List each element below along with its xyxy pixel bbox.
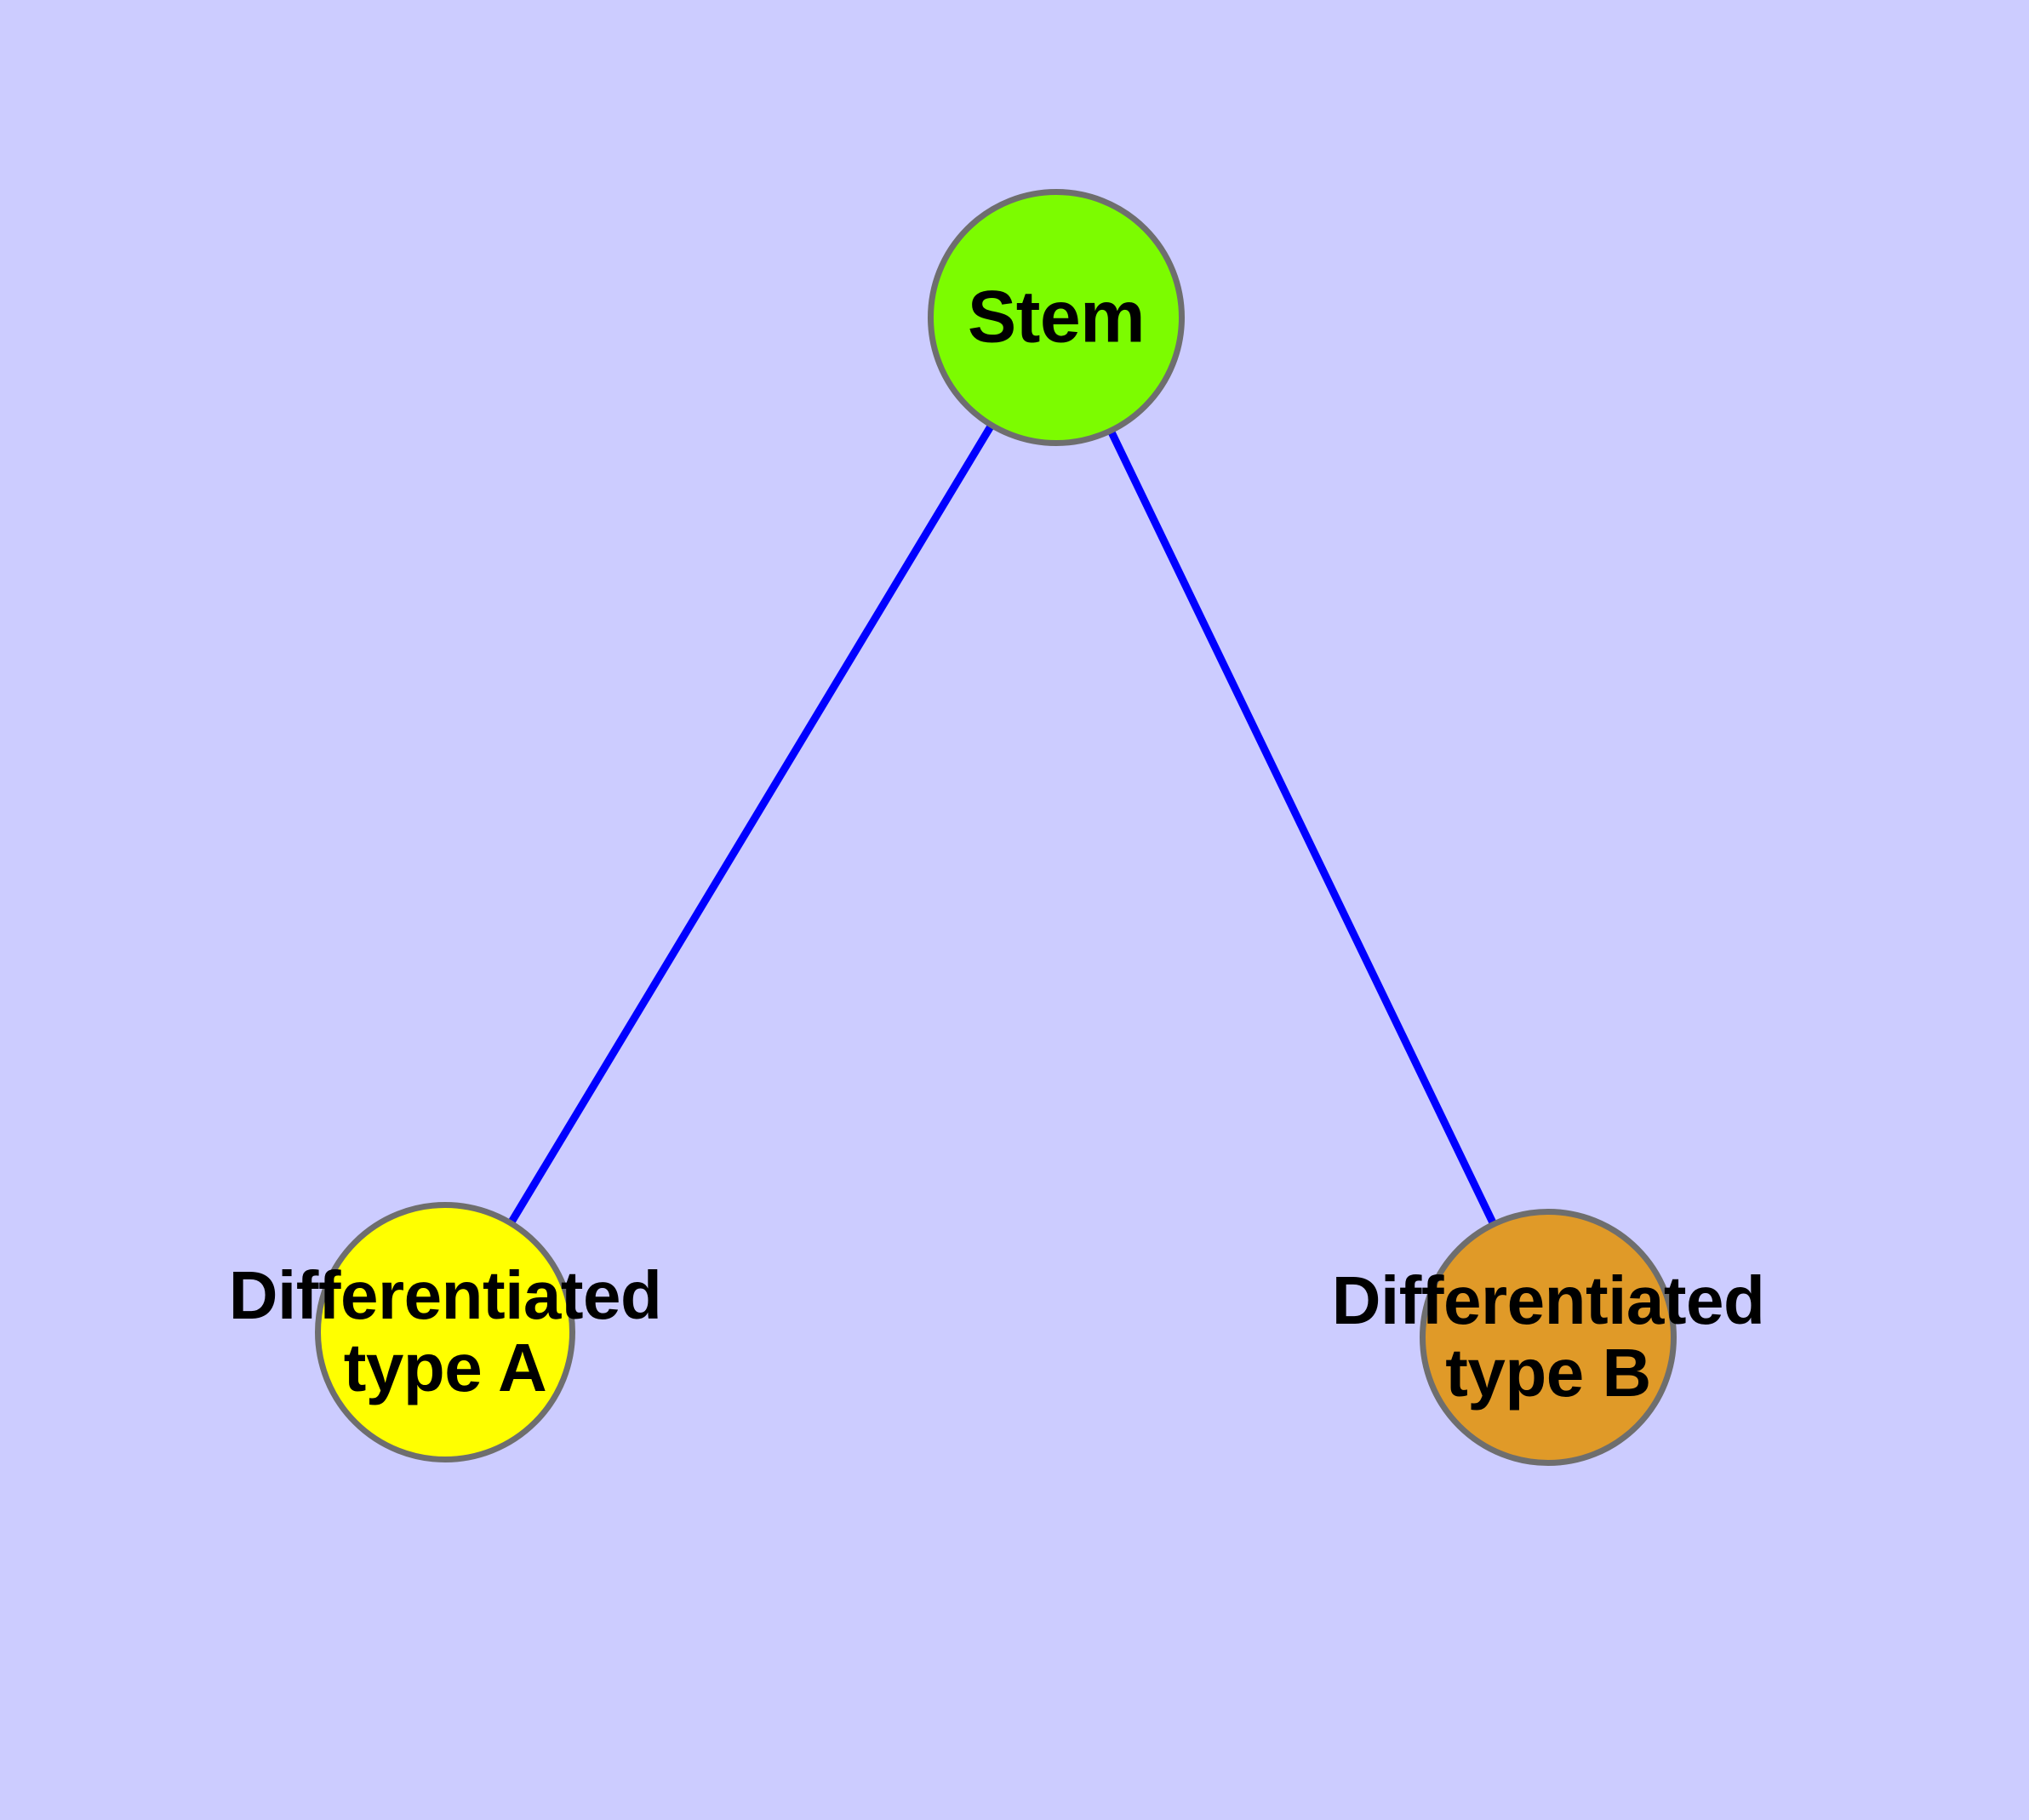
- node-label-differentiated-type-b: Differentiated type B: [1331, 1262, 1765, 1411]
- node-stem[interactable]: Stem: [928, 189, 1185, 446]
- node-differentiated-type-a[interactable]: Differentiated type A: [229, 1202, 662, 1462]
- edge-stem-to-differentiated-type-a: [442, 315, 1060, 1335]
- node-differentiated-type-b[interactable]: Differentiated type B: [1332, 1209, 1765, 1466]
- node-label-differentiated-type-a: Differentiated type A: [228, 1257, 662, 1405]
- edge-stem-to-differentiated-type-b: [1052, 316, 1552, 1339]
- node-label-stem: Stem: [967, 276, 1146, 358]
